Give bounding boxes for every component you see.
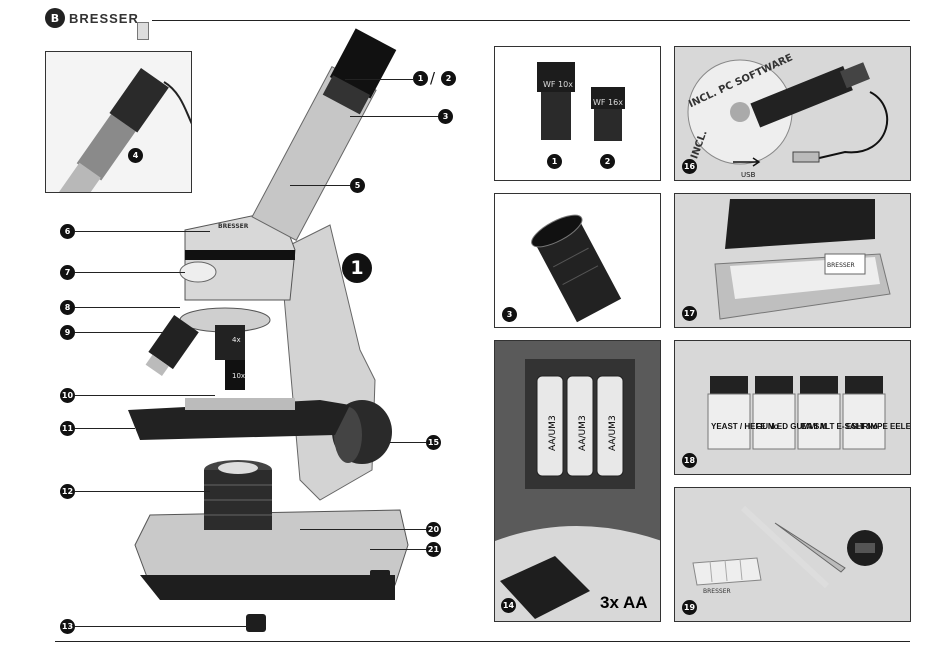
callout-10: 10 <box>60 388 75 403</box>
callout-4: 4 <box>128 148 143 163</box>
callout-12: 12 <box>60 484 75 499</box>
battery-2-label: AA/UM3 <box>578 415 588 451</box>
callout-20: 20 <box>426 522 441 537</box>
camera-eyepiece-illustration <box>46 52 191 192</box>
callout-19: 19 <box>682 600 697 615</box>
leader-20 <box>300 529 426 530</box>
callout-17: 17 <box>682 306 697 321</box>
jars-panel: YEAST / HEFE No GUM ED GUMMI M EA SALT E… <box>674 340 911 475</box>
figure-number: 1 <box>342 253 372 283</box>
usb-label: USB <box>741 171 756 179</box>
callout-2: 2 <box>441 71 456 86</box>
pc-software-illustration: INCL. PC SOFTWARE INCL. USB <box>687 52 889 179</box>
callout-13: 13 <box>60 619 75 634</box>
sample-jars-illustration: YEAST / HEFE No GUM ED GUMMI M EA SALT E… <box>707 376 911 450</box>
callout-barlow-3: 3 <box>502 307 517 322</box>
leader-7 <box>75 272 185 273</box>
software-panel: INCL. PC SOFTWARE INCL. USB 16 <box>674 46 911 181</box>
leader-5 <box>290 185 350 186</box>
callout-eyepiece-1: 1 <box>547 154 562 169</box>
callout-15: 15 <box>426 435 441 450</box>
battery-panel: AA/UM3 AA/UM3 AA/UM3 14 3x AA <box>494 340 661 622</box>
leader-9 <box>75 332 165 333</box>
leader-3 <box>350 116 438 117</box>
barlow-lens-panel: 3 <box>494 193 661 328</box>
callout-18: 18 <box>682 453 697 468</box>
leader-13 <box>75 626 250 627</box>
callout-9: 9 <box>60 325 75 340</box>
leader-15 <box>390 442 426 443</box>
callout-5: 5 <box>350 178 365 193</box>
leader-11 <box>75 428 135 429</box>
barlow-lens-illustration <box>531 214 622 323</box>
callout-16: 16 <box>682 159 697 174</box>
leader-8 <box>75 307 180 308</box>
jar-3-label: EA SALT E-SALT No <box>801 422 878 431</box>
leader-12 <box>75 491 210 492</box>
callout-6: 6 <box>60 224 75 239</box>
inset-camera-panel: 4 <box>45 51 192 193</box>
battery-count-label: 3x AA <box>600 593 648 612</box>
tools-panel: BRESSER 19 <box>674 487 911 622</box>
leader-10 <box>75 395 215 396</box>
slides-box-panel: BRESSER 17 <box>674 193 911 328</box>
header-rule <box>152 20 910 21</box>
tray-label: BRESSER <box>703 588 731 595</box>
objective-10x: 10x <box>232 372 245 380</box>
callout-eyepiece-2: 2 <box>600 154 615 169</box>
footer-rule <box>55 641 910 642</box>
callout-3: 3 <box>438 109 453 124</box>
logo-mark: B <box>45 8 65 28</box>
battery-1-label: AA/UM3 <box>548 415 558 451</box>
callout-slash: / <box>430 69 436 87</box>
brand-logo: B BRESSER <box>45 8 139 28</box>
callout-11: 11 <box>60 421 75 436</box>
callout-1: 1 <box>413 71 428 86</box>
battery-compartment-illustration: AA/UM3 AA/UM3 AA/UM3 <box>495 341 660 621</box>
head-brand: BRESSER <box>218 223 249 230</box>
jar-1-label: YEAST / HEFE No <box>711 422 779 431</box>
leader-1-2 <box>345 79 413 80</box>
callout-21: 21 <box>426 542 441 557</box>
jar-4-label: ESHRIMPE EELENBER <box>846 422 911 431</box>
tools-illustration: BRESSER <box>692 505 883 595</box>
callout-8: 8 <box>60 300 75 315</box>
brand-name: BRESSER <box>69 10 139 26</box>
eyepieces-illustration: WF 10x WF 16x <box>537 62 625 141</box>
battery-3-label: AA/UM3 <box>608 415 618 451</box>
eyepiece-wf16-label: WF 16x <box>593 98 623 107</box>
callout-14: 14 <box>501 598 516 613</box>
callout-7: 7 <box>60 265 75 280</box>
eyepieces-panel: WF 10x WF 16x 1 2 <box>494 46 661 181</box>
slides-box-illustration: BRESSER <box>714 199 891 320</box>
jar-2-label: GUM ED GUMMI M <box>756 422 827 431</box>
leader-21 <box>370 549 426 550</box>
eyepiece-wf10-label: WF 10x <box>543 80 573 89</box>
slides-box-tag: BRESSER <box>827 262 855 269</box>
leader-6 <box>75 231 210 232</box>
crest-icon <box>137 22 149 40</box>
objective-4x: 4x <box>232 336 241 344</box>
